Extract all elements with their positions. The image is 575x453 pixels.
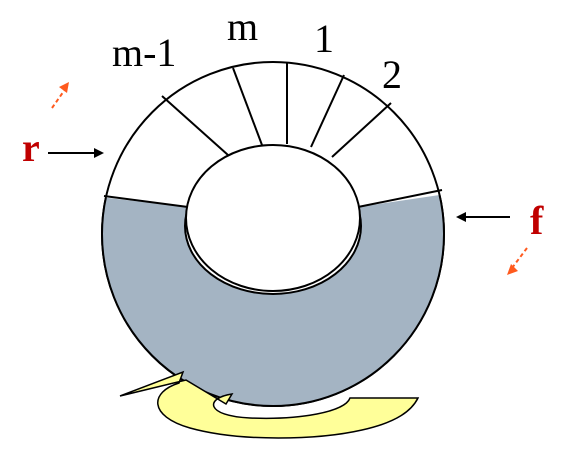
slot-divider (331, 102, 392, 158)
r-arrowhead (94, 148, 104, 158)
inner-hole (185, 144, 361, 292)
rear-pointer-label: r (22, 125, 40, 170)
slot-label-1: 1 (314, 16, 334, 61)
slot-label-2: 2 (382, 52, 402, 97)
f-arrowhead (456, 212, 466, 222)
slot-divider (161, 95, 229, 156)
front-pointer-label: f (530, 198, 544, 243)
slot-divider (310, 74, 345, 148)
region-divider (103, 195, 189, 208)
slot-divider (232, 67, 263, 146)
f-motion-icon (507, 247, 528, 275)
region-divider (357, 189, 443, 208)
slot-label-m-1: m-1 (112, 30, 177, 75)
rotation-arrow-icon (119, 370, 420, 439)
r-motion-icon (51, 82, 69, 109)
slot-label-m: m (227, 4, 259, 49)
